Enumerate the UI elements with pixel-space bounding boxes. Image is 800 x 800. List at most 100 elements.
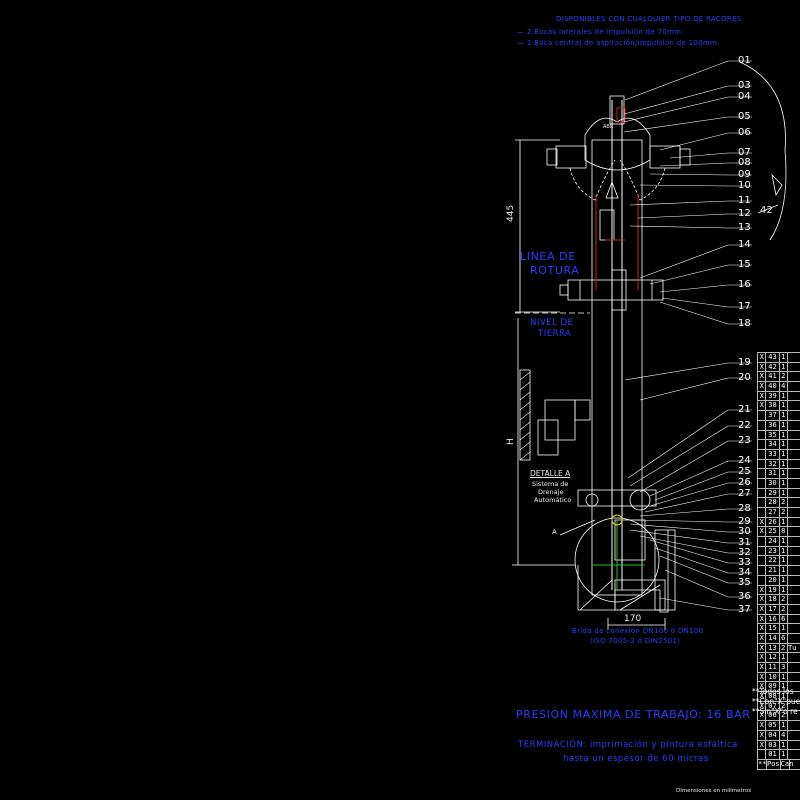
red-accent-cap: [616, 107, 626, 123]
table-cell-desc: [788, 586, 800, 595]
right-outlet: [649, 145, 681, 169]
nivel-tierra-2: TIERRA: [538, 329, 572, 339]
table-cell-qty: 1: [780, 478, 788, 488]
table-cell-qty: 1: [780, 682, 788, 692]
table-cell-qty: 1: [780, 401, 788, 411]
table-cell-mark: X: [758, 692, 767, 701]
leader-01: [624, 60, 729, 101]
leader-36: [664, 569, 729, 598]
detalle-desc-2: Drenaje: [538, 488, 564, 496]
part-number-08: 08: [738, 157, 751, 168]
table-cell-mark: X: [758, 633, 767, 643]
table-cell-pos: 40: [766, 382, 780, 391]
table-cell-qty: 1: [780, 353, 788, 362]
table-cell-qty: 2: [780, 604, 788, 614]
leader-14: [639, 244, 729, 279]
table-cell-desc: [788, 750, 800, 759]
table-cell-pos: 07: [766, 701, 780, 711]
table-cell-mark: X: [758, 595, 767, 604]
table-cell-desc: [788, 440, 800, 449]
base-shoe: [577, 530, 669, 613]
table-cell-mark: X: [758, 701, 767, 711]
table-cell-mark: X: [758, 740, 767, 750]
table-cell-mark: [758, 508, 767, 517]
table-cell-qty: 1: [780, 517, 788, 527]
table-cell-pos: 25: [766, 527, 780, 537]
part-number-09: 09: [738, 169, 751, 180]
part-number-18: 18: [738, 318, 751, 329]
detail-a-wall: [519, 369, 531, 461]
table-cell-qty: 1: [780, 537, 788, 546]
table-cell-qty: 1: [780, 750, 788, 759]
top-cap: [609, 95, 625, 125]
leader-25: [654, 471, 729, 501]
table-cell-qty: 1: [780, 653, 788, 662]
detalle-a-title: DETALLE A: [530, 469, 571, 478]
leader-19: [624, 362, 729, 381]
part-number-13: 13: [738, 222, 751, 233]
leader-33: [649, 539, 729, 564]
table-cell-mark: X: [758, 643, 767, 653]
table-cell-qty: 1: [780, 459, 788, 469]
leader-34: [654, 547, 729, 574]
part-number-32: 32: [738, 547, 751, 558]
leader-24: [649, 460, 729, 497]
table-cell-desc: [788, 508, 800, 517]
table-cell-pos: 26: [766, 517, 780, 527]
part-number-17: 17: [738, 301, 751, 312]
table-cell-desc: [788, 392, 800, 401]
dimension-h: H: [506, 438, 516, 445]
leader-04: [623, 96, 729, 123]
table-cell-qty: 1: [780, 469, 788, 478]
table-cell-mark: [758, 449, 767, 459]
part-number-15: 15: [738, 259, 751, 270]
table-cell-qty: 1: [780, 391, 788, 401]
table-cell-qty: 1: [780, 566, 788, 575]
presion-maxima: PRESION MAXIMA DE TRABAJO: 16 BAR: [516, 708, 751, 721]
table-note-1: **Todos los: [752, 687, 794, 696]
table-cell-desc: [788, 615, 800, 624]
table-cell-mark: X: [758, 614, 767, 624]
table-note-3: **Sin"X"o re: [752, 707, 798, 716]
part-number-26: 26: [738, 477, 751, 488]
table-cell-mark: X: [758, 353, 767, 362]
table-cell-pos: 29: [766, 488, 780, 498]
part-number-23: 23: [738, 435, 751, 446]
part-number-30: 30: [738, 526, 751, 537]
valve-body: [574, 517, 660, 603]
table-cell-qty: 8: [780, 527, 788, 537]
table-cell-pos: 04: [766, 730, 780, 740]
leader-20: [639, 377, 729, 401]
leader-31: [629, 529, 729, 544]
table-cell-mark: [758, 430, 767, 440]
table-cell-desc: [788, 663, 800, 672]
table-cell-pos: 19: [766, 585, 780, 595]
table-cell-pos: 23: [766, 546, 780, 556]
table-cell-mark: X: [758, 362, 767, 372]
table-cell-qty: 2: [780, 508, 788, 517]
leader-28: [639, 508, 729, 517]
table-cell-qty: 1: [780, 488, 788, 498]
table-cell-desc: [788, 556, 800, 565]
part-number-01: 01: [738, 55, 751, 66]
table-cell-desc: [788, 498, 800, 507]
leader-32: [639, 535, 729, 554]
table-cell-desc: [788, 363, 800, 372]
table-cell-pos: 16: [766, 614, 780, 624]
